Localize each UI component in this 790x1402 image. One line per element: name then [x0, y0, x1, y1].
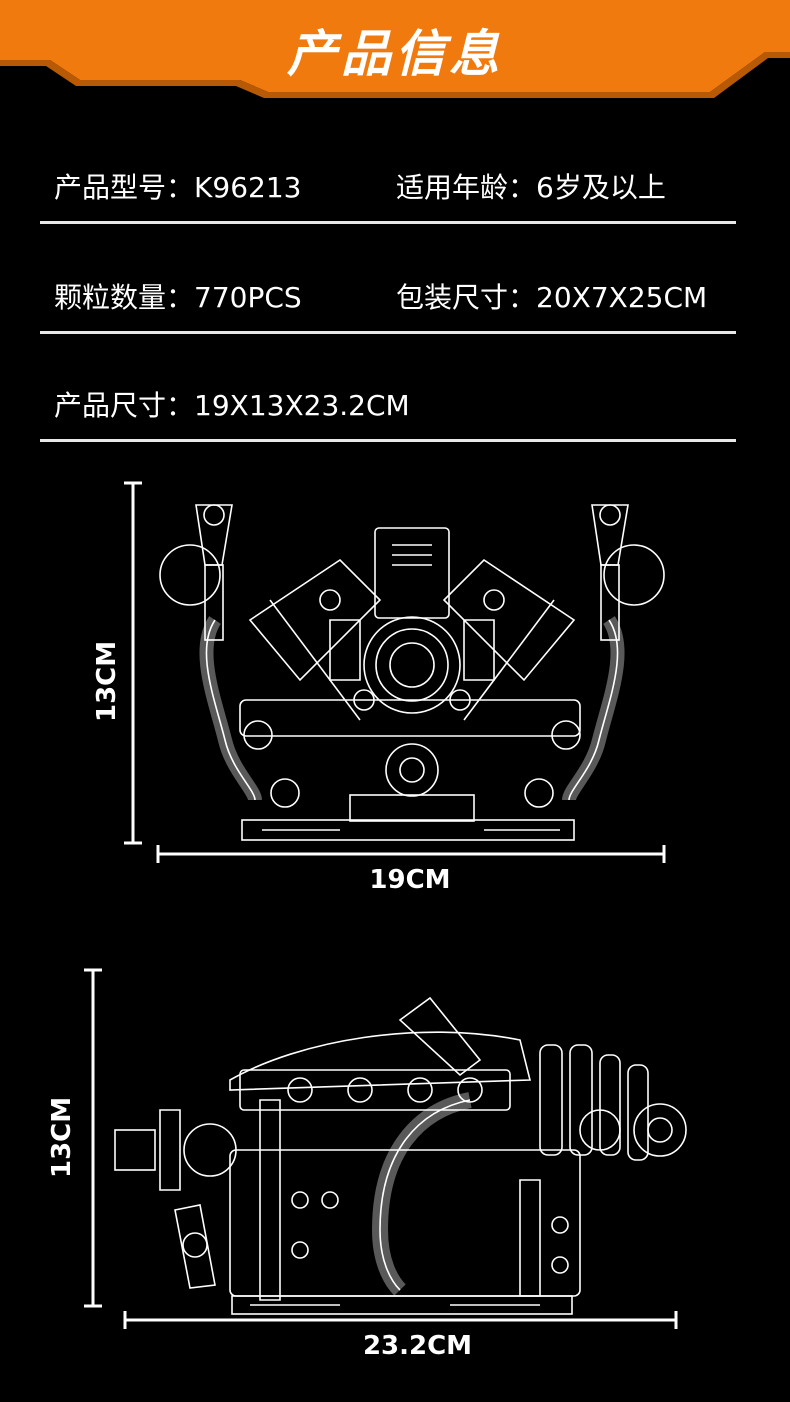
spec-value: 20X7X25CM: [536, 281, 708, 314]
spec-product-size: 产品尺寸：19X13X23.2CM: [54, 368, 410, 444]
front-width-label: 19CM: [369, 865, 451, 895]
side-height-label: 13CM: [47, 1096, 77, 1178]
spec-age: 适用年龄：6岁及以上: [396, 150, 666, 226]
banner-background: [0, 0, 790, 98]
spec-label: 产品型号：: [54, 171, 195, 204]
spec-label: 产品尺寸：: [54, 389, 195, 422]
spec-label: 颗粒数量：: [54, 281, 195, 314]
spec-package-size: 包装尺寸：20X7X25CM: [396, 260, 707, 336]
divider: [40, 221, 736, 224]
spec-value: K96213: [194, 171, 302, 204]
spec-pieces: 颗粒数量：770PCS: [54, 260, 302, 336]
side-width-label: 23.2CM: [362, 1331, 473, 1361]
engine-front-image: [159, 504, 665, 841]
spec-row-1: 产品型号：K96213 适用年龄：6岁及以上: [40, 150, 736, 258]
spec-value: 19X13X23.2CM: [194, 389, 410, 422]
front-height-dimension: [124, 481, 142, 845]
divider: [40, 439, 736, 442]
banner-title: 产品信息: [287, 25, 503, 83]
title-banner: 产品信息: [0, 0, 790, 100]
spec-value: 6岁及以上: [536, 171, 666, 204]
spec-label: 适用年龄：: [396, 171, 537, 204]
spec-model: 产品型号：K96213: [54, 150, 301, 226]
spec-label: 包装尺寸：: [396, 281, 537, 314]
spec-row-2: 颗粒数量：770PCS 包装尺寸：20X7X25CM: [40, 260, 736, 368]
front-width-dimension: [156, 845, 666, 863]
spec-value: 770PCS: [194, 281, 302, 314]
divider: [40, 331, 736, 334]
front-height-label: 13CM: [92, 640, 122, 722]
spec-row-3: 产品尺寸：19X13X23.2CM: [40, 368, 736, 476]
